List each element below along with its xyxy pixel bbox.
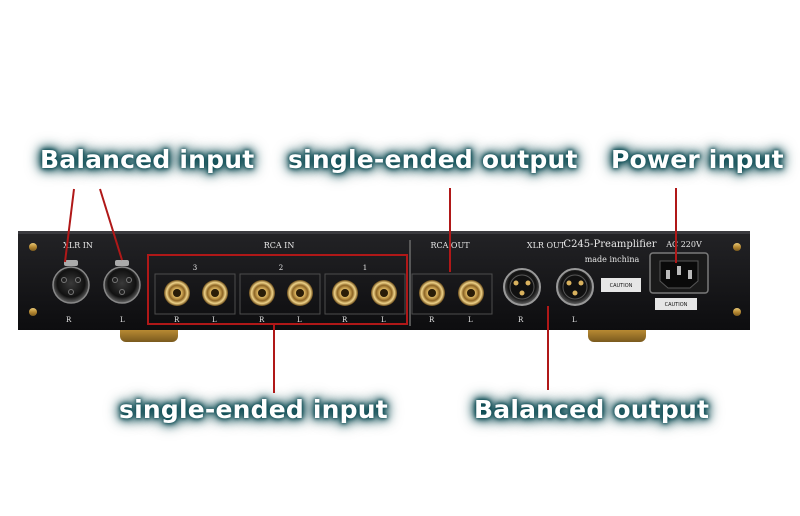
label-rca-in-2-r: R — [259, 316, 265, 324]
xlr-out-r-connector — [503, 268, 541, 306]
callout-balanced-output: Balanced output — [474, 395, 710, 424]
xlr-out-l-connector — [556, 268, 594, 306]
rca-in-2-r-jack — [249, 280, 275, 306]
rca-in-3-r-jack — [164, 280, 190, 306]
label-xlr-out: XLR OUT — [527, 241, 566, 250]
rca-in-highlight-box — [147, 254, 408, 325]
iec-power-socket — [649, 252, 709, 294]
rca-out-l-jack — [458, 280, 484, 306]
origin-label: made inchina — [585, 255, 640, 264]
callout-balanced-input: Balanced input — [40, 145, 255, 174]
label-rca-in-3-l: L — [212, 316, 217, 324]
label-xlr-in: XLR IN — [63, 241, 93, 250]
label-xlr-out-r: R — [518, 316, 524, 324]
svg-text:CAUTION: CAUTION — [610, 283, 633, 289]
label-rca-out-r: R — [429, 316, 435, 324]
caution-sticker-1: CAUTION — [601, 278, 641, 292]
rca-out-r-jack — [419, 280, 445, 306]
rca-in-1-r-jack — [332, 280, 358, 306]
label-xlr-in-l: L — [120, 316, 125, 324]
label-rca-in-3-r: R — [174, 316, 180, 324]
label-group-1: 1 — [363, 264, 367, 272]
corner-screws — [29, 243, 741, 316]
label-xlr-out-l: L — [572, 316, 577, 324]
svg-text:CAUTION: CAUTION — [665, 302, 688, 308]
rca-in-2-l-jack — [287, 280, 313, 306]
callout-power-input: Power input — [611, 145, 784, 174]
xlr-in-r-connector — [52, 260, 90, 304]
label-xlr-in-r: R — [66, 316, 72, 324]
label-rca-in-1-r: R — [342, 316, 348, 324]
caution-sticker-2: CAUTION — [655, 298, 697, 310]
label-rca-in-1-l: L — [381, 316, 386, 324]
xlr-in-l-connector — [103, 260, 141, 304]
rca-in-1-l-jack — [371, 280, 397, 306]
rca-in-3-l-jack — [202, 280, 228, 306]
label-rca-in: RCA IN — [264, 241, 295, 250]
label-rca-in-2-l: L — [297, 316, 302, 324]
callout-single-ended-output: single-ended output — [288, 145, 578, 174]
label-group-3: 3 — [193, 264, 197, 272]
label-group-2: 2 — [279, 264, 283, 272]
callout-single-ended-input: single-ended input — [119, 395, 388, 424]
model-name: C245-Preamplifier — [563, 239, 656, 250]
label-ac: AC 220V — [665, 240, 702, 249]
leader-lines — [64, 188, 677, 393]
label-rca-out-l: L — [468, 316, 473, 324]
